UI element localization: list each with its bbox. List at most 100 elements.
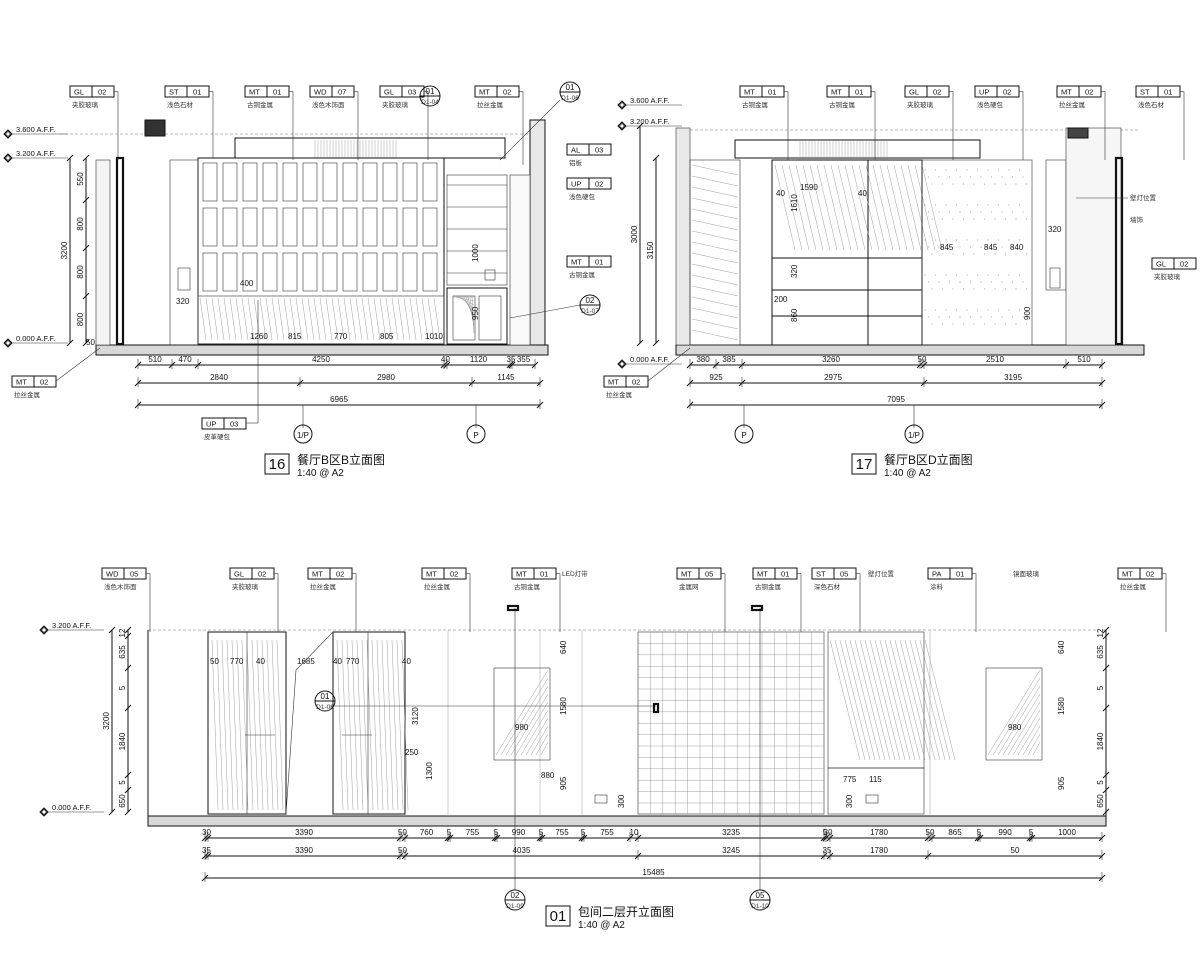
stone-texture <box>301 297 309 341</box>
dimension-value: 7095 <box>887 395 905 404</box>
door-hatch <box>366 639 374 811</box>
dimension-value: 635 <box>118 645 127 659</box>
dimension-tick <box>108 808 116 816</box>
texture-dot <box>924 239 926 241</box>
stone-texture <box>433 297 441 341</box>
ceiling-bulkhead <box>734 139 981 159</box>
stone-texture <box>205 297 213 341</box>
texture-dot <box>976 274 979 276</box>
display-niche <box>302 252 318 292</box>
display-niche <box>402 207 418 247</box>
dimension-value: 1840 <box>1096 732 1105 750</box>
material-number: 02 <box>632 378 640 387</box>
stone-texture <box>265 297 273 341</box>
material-number: 03 <box>230 420 238 429</box>
material-number: 05 <box>840 570 848 579</box>
texture-dot <box>948 246 951 248</box>
dimension-value: 760 <box>420 828 434 837</box>
texture-dot <box>934 239 937 241</box>
dimension-value: 800 <box>76 312 85 326</box>
stone-hatch <box>854 639 886 761</box>
stone-texture <box>259 297 267 341</box>
dimension-tick <box>82 196 90 204</box>
texture-dot <box>976 169 979 171</box>
stone-texture <box>361 297 369 341</box>
texture-dot <box>1018 204 1021 206</box>
texture-dot <box>983 253 986 255</box>
dimension-value: 355 <box>517 355 531 364</box>
stone-texture <box>331 297 339 341</box>
dimension-tick <box>1102 808 1110 816</box>
dimension-value: 635 <box>1096 645 1105 659</box>
mirror-hatch <box>997 685 1041 756</box>
material-code: GL <box>1156 260 1166 269</box>
dimension-value: 320 <box>1048 225 1062 234</box>
dimension-value: 50 <box>918 355 927 364</box>
texture-dot <box>976 309 979 311</box>
dimension-value: 250 <box>405 748 419 757</box>
veneer-hatch <box>893 164 915 251</box>
stone-hatch <box>691 164 739 176</box>
dimension-tick <box>124 771 132 779</box>
stone-texture <box>229 297 237 341</box>
texture-dot <box>1011 211 1014 213</box>
display-niche <box>242 162 258 202</box>
dimension-tick <box>82 292 90 300</box>
cabinet-door <box>478 295 502 341</box>
dimension-value: 980 <box>515 723 529 732</box>
display-niche <box>282 162 298 202</box>
dimension-value: 2980 <box>377 373 395 382</box>
mirror-hatch <box>540 741 549 756</box>
dimension-tick <box>124 632 132 640</box>
detail-callout-id: 01 <box>426 87 435 96</box>
dimension-value: 5 <box>1029 828 1034 837</box>
dimension-value: 775 <box>843 775 857 784</box>
drawing-number: 01 <box>550 908 567 925</box>
texture-dot <box>980 281 982 283</box>
dimension-value: 470 <box>178 355 192 364</box>
veneer-hatch <box>865 164 887 251</box>
stone-hatch <box>874 639 906 761</box>
veneer-hatch <box>823 164 845 251</box>
texture-dot <box>924 169 926 171</box>
dimension-value: 1780 <box>870 828 888 837</box>
texture-dot <box>927 281 930 283</box>
material-number: 02 <box>503 88 511 97</box>
detail-callout-id: 01 <box>566 83 575 92</box>
material-number: 01 <box>1164 88 1172 97</box>
dimension-tick <box>636 339 644 347</box>
leader <box>509 304 581 319</box>
texture-dot <box>987 274 989 276</box>
stone-hatch <box>691 219 739 231</box>
texture-dot <box>927 246 930 248</box>
texture-dot <box>1018 274 1021 276</box>
section-flag <box>506 604 520 612</box>
stone-hatch <box>691 252 739 264</box>
texture-dot <box>1001 246 1003 248</box>
texture-dot <box>948 281 951 283</box>
display-niche <box>242 252 258 292</box>
leader <box>55 347 101 382</box>
display-niche <box>382 252 398 292</box>
material-code: ST <box>1140 88 1150 97</box>
material-number: 03 <box>595 146 603 155</box>
material-number: 01 <box>193 88 201 97</box>
material-note: 浅色石材 <box>1138 100 1165 109</box>
dimension-value: 510 <box>1077 355 1091 364</box>
texture-dot <box>969 246 972 248</box>
display-niche <box>342 252 358 292</box>
stone-texture <box>217 297 225 341</box>
texture-dot <box>945 204 947 206</box>
grid-label: P <box>473 431 478 440</box>
door-hatch <box>251 639 259 811</box>
texture-dot <box>934 274 937 276</box>
stone-hatch <box>864 639 896 761</box>
dimension-value: 840 <box>1010 243 1024 252</box>
material-code: MT <box>249 88 260 97</box>
stone-texture <box>391 297 399 341</box>
stone-texture <box>415 297 423 341</box>
dimension-value: 50 <box>398 828 407 837</box>
material-note: 铝板 <box>569 158 583 167</box>
texture-dot <box>997 204 1000 206</box>
detail-callout-ref: D1-07 <box>581 308 599 315</box>
